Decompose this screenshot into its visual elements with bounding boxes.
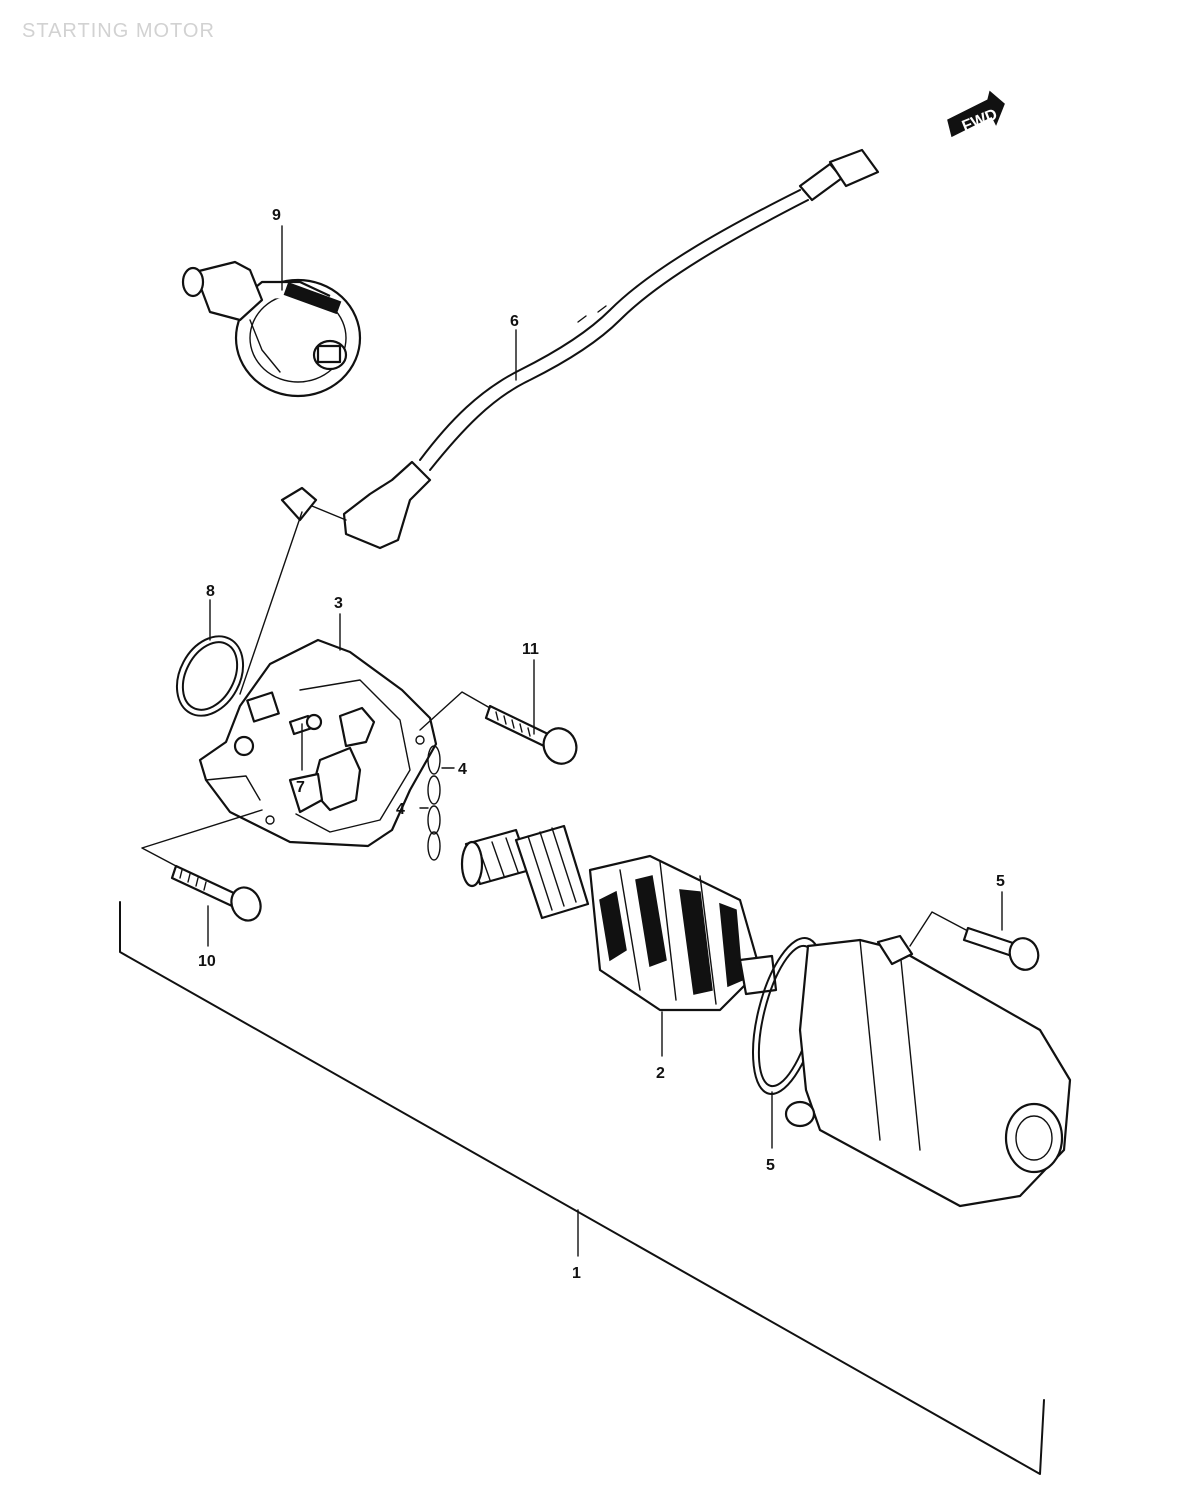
bolt-12-part[interactable] [484,704,582,769]
assembly-bracket [119,901,1045,1475]
page-title: STARTING MOTOR [22,20,215,42]
fwd-direction-icon: FWD [947,90,1005,138]
bolt-11-part[interactable] [170,864,266,925]
callout-12: 11 [522,641,539,658]
callout-4a: 4 [458,761,467,778]
callout-10: 9 [272,207,281,224]
leader-4 [419,767,455,809]
callout-9: 8 [206,583,215,600]
callout-1: 1 [572,1265,581,1282]
starter-cable-part[interactable] [280,148,880,550]
o-ring-part[interactable] [164,625,256,727]
armature-part[interactable] [460,824,778,1012]
end-cover-part[interactable] [198,638,438,848]
starter-clutch-part[interactable] [181,260,362,398]
callout-4b: 4 [396,801,405,818]
callout-11: 10 [198,953,216,970]
callout-7: 6 [510,313,519,330]
bolt-12-leader [419,691,491,731]
callout-6: 5 [996,873,1005,890]
bolt-11-leader [141,809,263,867]
leader-cable-terminal [239,511,303,695]
bolt-6-leader [909,911,967,947]
screw-8-part[interactable] [288,713,323,736]
callout-8: 7 [296,779,305,796]
washer-set-part[interactable] [427,745,441,861]
callout-2: 2 [656,1065,665,1082]
callout-5: 5 [766,1157,775,1174]
motor-housing-part[interactable] [784,934,1072,1208]
bolt-6-part[interactable] [962,926,1043,974]
callout-3: 3 [334,595,343,612]
